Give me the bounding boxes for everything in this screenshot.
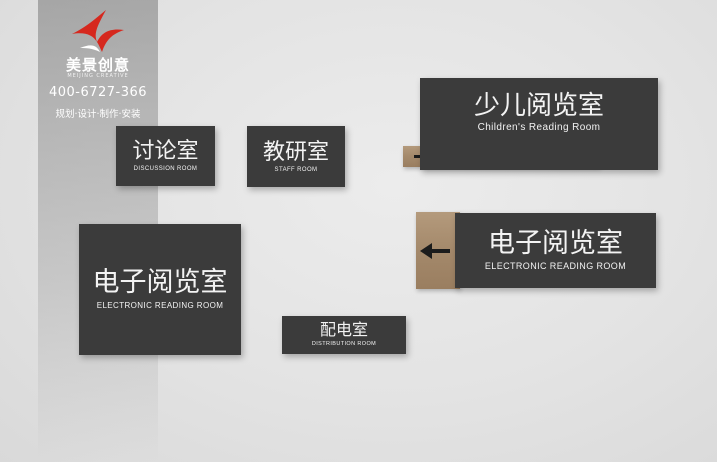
sign-cn-label: 少儿阅览室 bbox=[473, 90, 604, 120]
sign-en-label: DISCUSSION ROOM bbox=[133, 166, 198, 172]
sign-discussion-room: 讨论室 DISCUSSION ROOM bbox=[116, 126, 215, 186]
sign-cn-label: 电子阅览室 bbox=[488, 228, 623, 258]
brand-phone: 400-6727-366 bbox=[48, 85, 148, 100]
sign-children-reading-room: 少儿阅览室 Children's Reading Room bbox=[420, 78, 658, 170]
brand-subtitle: MEIJING CREATIVE bbox=[67, 73, 129, 79]
sign-en-label: Children's Reading Room bbox=[477, 122, 601, 133]
sign-cn-label: 教研室 bbox=[262, 138, 329, 164]
arrow-left-icon bbox=[420, 243, 450, 259]
sign-en-label: DISTRIBUTION ROOM bbox=[311, 340, 377, 347]
sign-cn-label: 讨论室 bbox=[132, 138, 199, 163]
sign-cn-label: 配电室 bbox=[319, 321, 368, 339]
wood-plate-electronic bbox=[416, 212, 460, 289]
sign-staff-room: 教研室 STAFF ROOM bbox=[247, 126, 345, 187]
sign-en-label: STAFF ROOM bbox=[274, 166, 318, 173]
sign-electronic-reading-room: 电子阅览室 ELECTRONIC READING ROOM bbox=[79, 224, 241, 355]
brand-logo-icon bbox=[72, 10, 124, 52]
sign-en-label: ELECTRONIC READING ROOM bbox=[96, 301, 224, 310]
brand-services: 规划·设计·制作·安装 bbox=[55, 109, 141, 120]
sign-electronic-reading-room-directional: 电子阅览室 ELECTRONIC READING ROOM bbox=[455, 213, 656, 288]
brand-name: 美景创意 bbox=[65, 56, 130, 74]
sign-distribution-room: 配电室 DISTRIBUTION ROOM bbox=[282, 316, 406, 354]
sign-en-label: ELECTRONIC READING ROOM bbox=[484, 261, 627, 271]
sign-cn-label: 电子阅览室 bbox=[92, 267, 228, 297]
